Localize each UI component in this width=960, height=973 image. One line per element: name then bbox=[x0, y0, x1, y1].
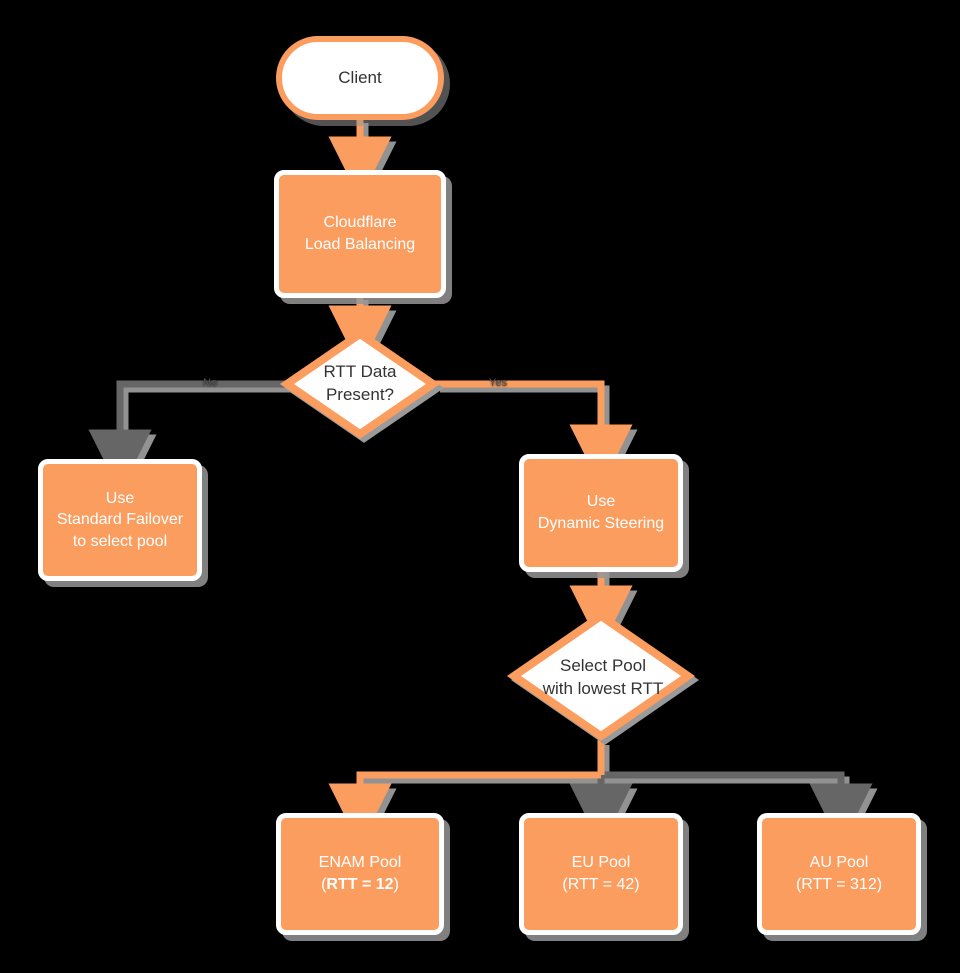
edge-rtt-to-dynamic-steering bbox=[435, 380, 633, 488]
node-au-pool-rtt-suffix: ) bbox=[876, 876, 883, 893]
node-standard-failover[interactable]: Use Standard Failover to select pool bbox=[38, 459, 202, 581]
node-dynamic-steering-label: Use Dynamic Steering bbox=[537, 493, 665, 532]
node-au-pool-name: AU Pool bbox=[809, 854, 869, 872]
node-select-pool-label: Select Pool with lowest RTT bbox=[542, 656, 664, 698]
node-enam-pool-name: ENAM Pool bbox=[318, 854, 402, 872]
node-enam-pool-rtt-value: RTT = 12 bbox=[326, 876, 394, 893]
node-eu-pool-rtt-suffix: ) bbox=[634, 876, 640, 893]
node-eu-pool-name: EU Pool bbox=[571, 854, 631, 872]
node-rtt-data-present-label: RTT Data Present? bbox=[323, 362, 397, 404]
node-enam-pool-rtt-suffix: ) bbox=[393, 876, 399, 893]
diamond-shape-rtt bbox=[279, 329, 445, 443]
node-select-pool[interactable]: Select Pool with lowest RTT bbox=[506, 611, 700, 745]
node-enam-pool[interactable]: ENAM Pool (RTT = 12) bbox=[276, 813, 444, 935]
node-enam-pool-label: ENAM Pool (RTT = 12) bbox=[319, 852, 402, 895]
node-enam-pool-rtt-prefix: ( bbox=[321, 876, 327, 893]
node-rtt-data-present[interactable]: RTT Data Present? bbox=[279, 329, 445, 443]
edge-label-yes: Yes bbox=[489, 377, 507, 389]
edge-selectpool-to-enam bbox=[328, 771, 601, 847]
node-cloudflare-load-balancing[interactable]: Cloudflare Load Balancing bbox=[274, 170, 446, 298]
diamond-shape-select-pool bbox=[506, 611, 700, 745]
node-eu-pool-label: EU Pool (RTT = 42) bbox=[562, 852, 639, 895]
node-au-pool-rtt-value: RTT = 312 bbox=[801, 876, 877, 893]
node-eu-pool-rtt-value: RTT = 42 bbox=[567, 876, 635, 893]
node-eu-pool-rtt-prefix: ( bbox=[562, 876, 568, 893]
edge-selectpool-to-au bbox=[601, 771, 873, 847]
edge-label-no: No bbox=[203, 377, 218, 389]
node-au-pool[interactable]: AU Pool (RTT = 312) bbox=[757, 813, 921, 935]
node-client[interactable]: Client bbox=[276, 36, 444, 120]
edge-gray-group bbox=[88, 380, 873, 847]
node-client-label: Client bbox=[338, 67, 382, 87]
node-standard-failover-label: Use Standard Failover to select pool bbox=[56, 489, 184, 550]
node-au-pool-rtt-prefix: ( bbox=[795, 876, 802, 893]
node-cloudflare-load-balancing-label: Cloudflare Load Balancing bbox=[304, 214, 416, 253]
node-eu-pool[interactable]: EU Pool (RTT = 42) bbox=[519, 813, 683, 935]
node-dynamic-steering[interactable]: Use Dynamic Steering bbox=[519, 454, 683, 572]
node-au-pool-label: AU Pool (RTT = 312) bbox=[796, 852, 882, 895]
